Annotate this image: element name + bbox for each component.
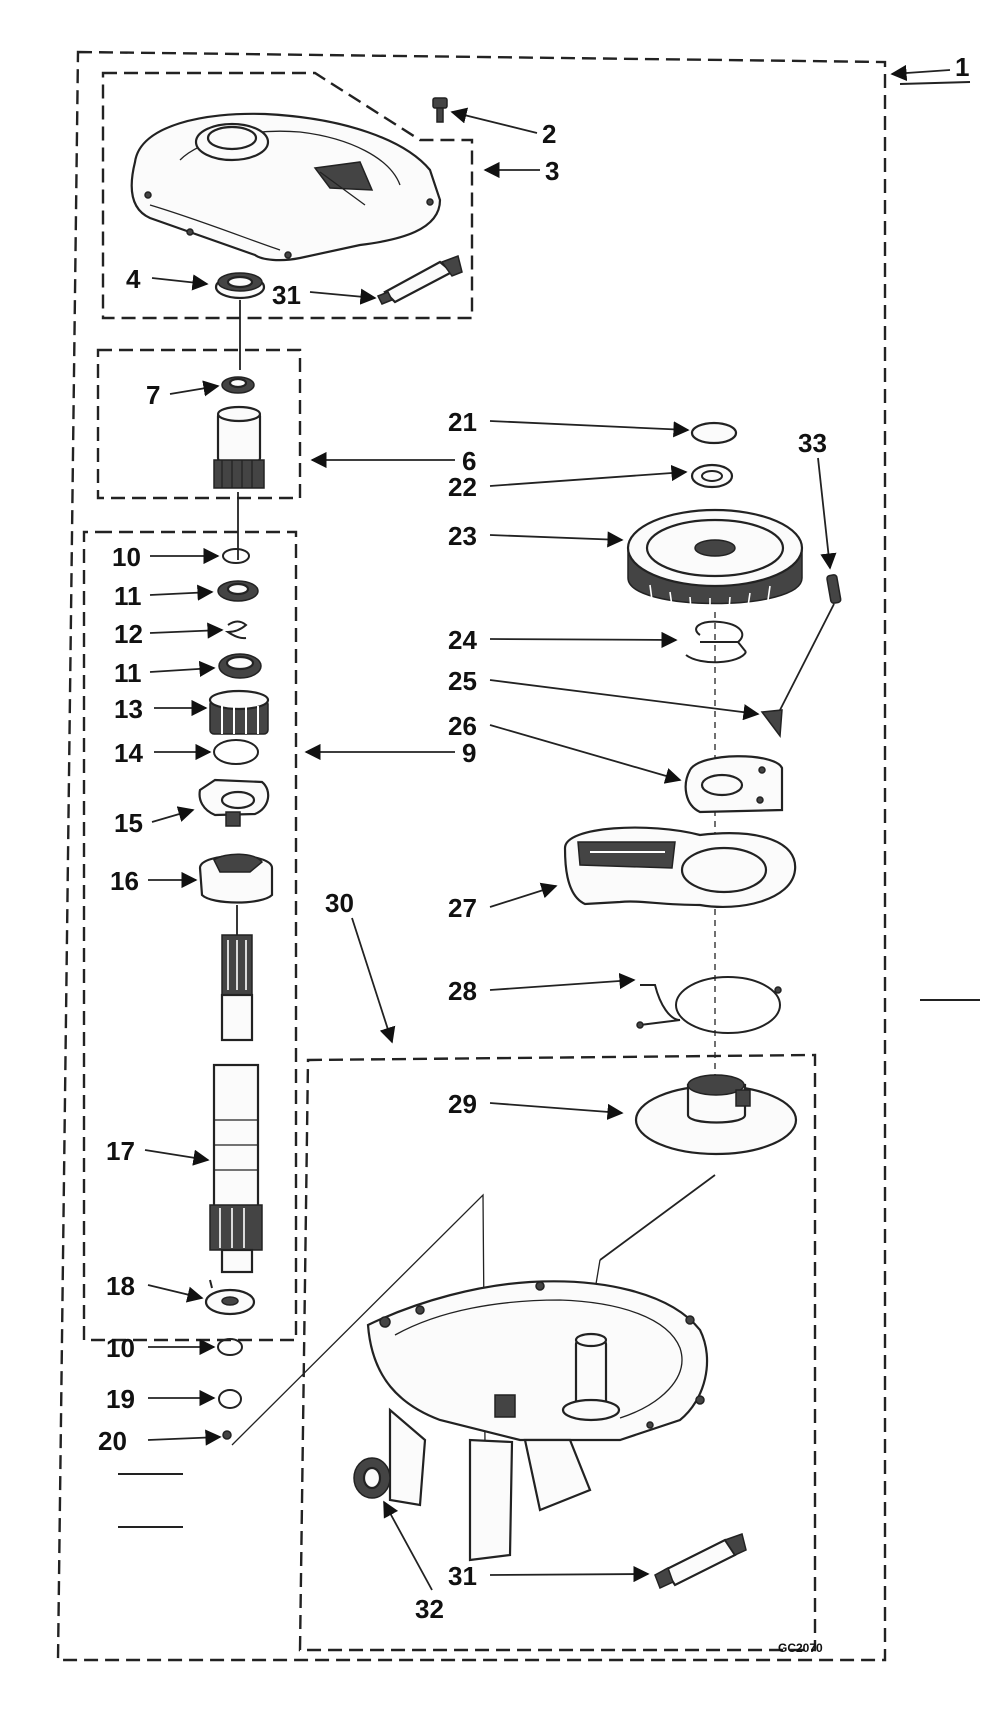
snap-ring-21 [690,421,738,445]
clutch-gear-13 [208,689,270,735]
ring-14 [213,739,259,765]
callout-1: 1 [955,52,969,82]
callout-18: 18 [106,1271,135,1301]
callout-29: 29 [448,1089,477,1119]
callout-11-lower: 11 [114,658,142,688]
callout-27: 27 [448,893,477,923]
outer-assembly-box [56,50,887,1662]
callout-10-upper: 10 [112,542,141,572]
callout-16: 16 [110,866,139,896]
pinion-bearing [221,376,255,394]
cam-gear-29 [634,1074,798,1156]
plate-26 [684,755,784,814]
ball-20 [222,1430,232,1440]
cover-seal [214,272,266,300]
callout-7: 7 [146,380,160,410]
retaining-ring-10-lower [217,1338,243,1356]
callout-25: 25 [448,666,477,696]
callout-31-bottom: 31 [448,1561,477,1591]
spring-28 [636,976,782,1034]
gearcase-cover [130,112,442,262]
key-25 [760,709,783,739]
margin-rule-top [899,81,971,85]
callout-32: 32 [415,1594,444,1624]
callout-4: 4 [126,264,141,294]
callout-22: 22 [448,472,477,502]
washer-11-lower [218,653,262,679]
pinion-group-box [96,348,302,500]
callout-17: 17 [106,1136,135,1166]
gearcase-base [366,1280,709,1562]
callout-3: 3 [545,156,559,186]
gearcase-base-box [298,1053,817,1652]
spring-12 [224,620,248,640]
thrust-washer-18 [204,1279,256,1316]
pin-guide-line [779,603,835,711]
callout-21: 21 [448,407,477,437]
callout-13: 13 [114,694,143,724]
callout-6: 6 [462,446,476,476]
callout-9: 9 [462,738,476,768]
cam-16 [198,853,274,904]
washer-22 [690,463,734,489]
base-guide-line [599,1174,716,1261]
washer-11-upper [217,580,259,602]
pin-33 [826,574,842,604]
callout-12: 12 [114,619,143,649]
drive-shaft-17 [209,934,263,1274]
callout-2: 2 [542,119,556,149]
drawing-code: GC2070 [778,1641,823,1655]
callout-19: 19 [106,1384,135,1414]
pinion-gear-assembly [213,405,265,489]
callout-28: 28 [448,976,477,1006]
grease-tube-top [376,255,463,305]
callout-10-lower: 10 [106,1333,135,1363]
callout-labels: 1 2 3 4 31 7 6 10 11 12 11 13 14 9 15 16… [98,52,969,1655]
grease-tube-bottom [654,1533,747,1590]
cover-group-box [101,71,474,320]
callout-33: 33 [798,428,827,458]
leader-lines [144,64,951,1591]
retainer-24 [685,620,747,664]
callout-23: 23 [448,521,477,551]
callout-31-top: 31 [272,280,301,310]
bearing-32 [353,1457,391,1499]
retaining-ring-10-upper [222,548,250,564]
callout-26: 26 [448,711,477,741]
drive-shaft-group-box [82,530,298,1342]
cover-screw [432,97,448,123]
shifter-15 [198,778,270,827]
callout-24: 24 [448,625,477,655]
callout-30: 30 [325,888,354,918]
callout-14: 14 [114,738,143,768]
callout-15: 15 [114,808,143,838]
drive-arm-27 [563,826,797,909]
callout-11-upper: 11 [114,581,142,611]
drive-gear-23 [626,508,804,611]
callout-20: 20 [98,1426,127,1456]
ring-19 [218,1389,242,1409]
